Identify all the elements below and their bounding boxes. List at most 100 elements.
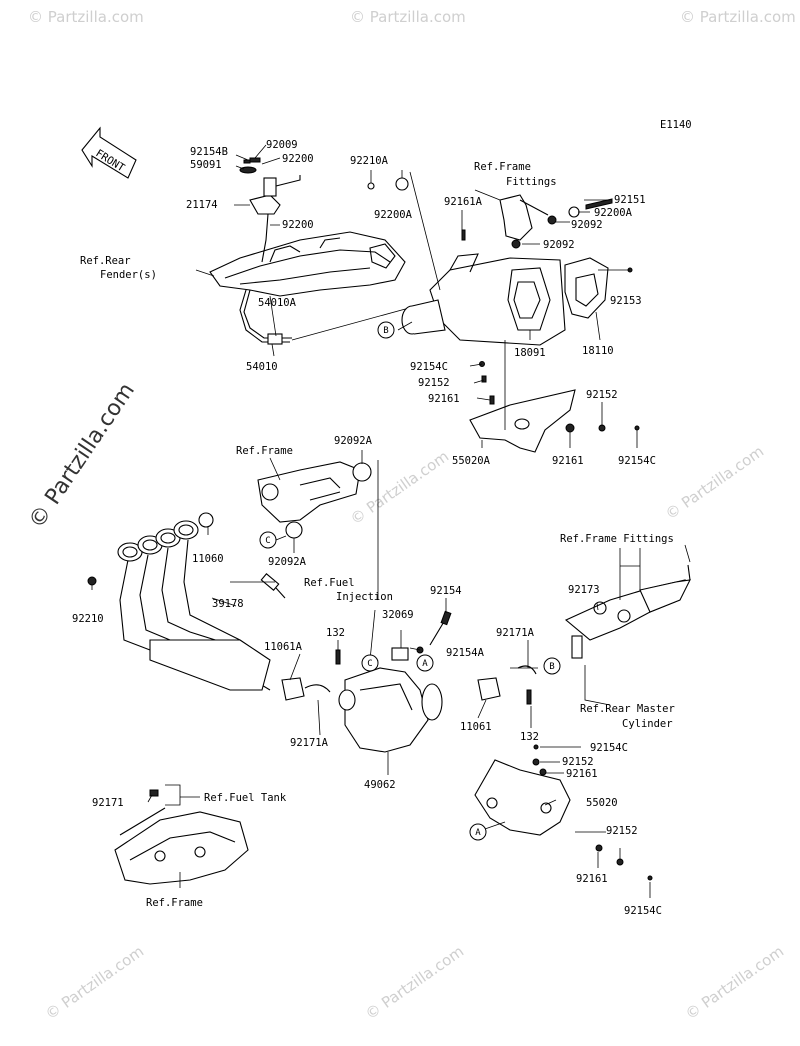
part-label: 92200 xyxy=(282,219,314,231)
leader-lines xyxy=(91,144,691,898)
part-label: 92154C xyxy=(624,905,662,917)
muffler-cover-18110 xyxy=(564,257,609,319)
part-label: 18110 xyxy=(582,345,614,357)
part-label: 92152 xyxy=(606,825,638,837)
watermark: © Partzilla.com xyxy=(28,8,144,26)
part-label: 92092A xyxy=(334,435,373,447)
svg-text:A: A xyxy=(422,659,428,669)
watermark: © Partzilla.com xyxy=(362,942,467,1023)
cable-54010 xyxy=(239,289,421,345)
part-label: 32069 xyxy=(382,609,414,621)
small-hardware xyxy=(367,177,633,405)
part-label: 92210A xyxy=(350,155,389,167)
part-label: 92151 xyxy=(614,194,646,206)
part-label: 92171A xyxy=(496,627,535,639)
part-label: 92154C xyxy=(410,361,448,373)
ref-label: Fittings xyxy=(506,176,557,188)
master-cylinder-bracket xyxy=(564,564,691,659)
callout-C-left: C xyxy=(259,531,277,549)
part-label: 92210 xyxy=(72,613,104,625)
part-label: 92161 xyxy=(428,393,460,405)
watermark: © Partzilla.com xyxy=(680,8,796,26)
rear-fender-assembly xyxy=(209,231,406,297)
svg-text:A: A xyxy=(475,828,481,838)
part-label: 92200 xyxy=(282,153,314,165)
part-label: 92092A xyxy=(268,556,307,568)
part-label: 92200A xyxy=(374,209,413,221)
part-label: 92154 xyxy=(430,585,462,597)
svg-text:B: B xyxy=(549,662,554,672)
callout-C-mid: C xyxy=(361,654,379,672)
ref-label: Ref.Rear Master xyxy=(580,703,675,715)
part-label: 92009 xyxy=(266,139,298,151)
ref-label: Injection xyxy=(336,591,393,603)
watermark-main: © Partzilla.com xyxy=(24,379,140,534)
frame-bracket xyxy=(257,461,372,539)
part-label: 92092 xyxy=(571,219,603,231)
part-label: 92152 xyxy=(586,389,618,401)
part-label: 11061 xyxy=(460,721,492,733)
part-label: 92161A xyxy=(444,196,483,208)
part-label: 92154A xyxy=(446,647,485,659)
gaskets-11061 xyxy=(281,665,537,701)
part-label: 92152 xyxy=(418,377,450,389)
part-label: 92171A xyxy=(290,737,329,749)
part-label: 55020 xyxy=(586,797,618,809)
part-label: 49062 xyxy=(364,779,396,791)
lower-frame-bracket xyxy=(114,789,249,885)
watermark: © Partzilla.com xyxy=(662,442,767,523)
ref-label: Ref.Fuel xyxy=(304,577,355,589)
part-label: 92092 xyxy=(543,239,575,251)
part-label: 18091 xyxy=(514,347,546,359)
screw-92009 xyxy=(243,157,261,164)
svg-text:C: C xyxy=(265,536,270,546)
callout-B-top: B xyxy=(377,321,395,339)
part-label: 92154C xyxy=(618,455,656,467)
ref-label: Ref.Frame Fittings xyxy=(560,533,674,545)
part-label: 92161 xyxy=(576,873,608,885)
part-label: 55020A xyxy=(452,455,491,467)
bracket-fittings xyxy=(499,194,549,241)
part-labels: 92154B 92009 59091 92200 21174 92200 Ref… xyxy=(72,139,675,917)
part-label: 92153 xyxy=(610,295,642,307)
part-label: 92161 xyxy=(552,455,584,467)
part-label: 39178 xyxy=(212,598,244,610)
part-label: 132 xyxy=(520,731,539,743)
callout-A-lower: A xyxy=(469,823,487,841)
watermark: © Partzilla.com xyxy=(682,942,787,1023)
front-arrow: FRONT xyxy=(81,126,137,179)
oxygen-sensor xyxy=(260,573,286,599)
ref-label: Ref.Fuel Tank xyxy=(204,792,287,804)
part-label: 92154C xyxy=(590,742,628,754)
ref-label: Cylinder xyxy=(622,718,673,730)
washer-59091 xyxy=(239,166,257,174)
part-label: 92154B xyxy=(190,146,228,158)
part-label: 132 xyxy=(326,627,345,639)
muffler-18091 xyxy=(401,253,566,429)
part-label: 11060 xyxy=(192,553,224,565)
callout-A-mid: A xyxy=(416,654,434,672)
sensor-21174 xyxy=(249,175,301,263)
part-label: 92173 xyxy=(568,584,600,596)
svg-text:B: B xyxy=(383,326,388,336)
watermark: © Partzilla.com xyxy=(42,942,147,1023)
part-label: 92171 xyxy=(92,797,124,809)
svg-text:C: C xyxy=(367,659,372,669)
ref-label: Ref.Frame xyxy=(146,897,203,909)
part-label: 92200A xyxy=(594,207,633,219)
part-label: 92152 xyxy=(562,756,594,768)
ref-label: Ref.Frame xyxy=(474,161,531,173)
part-label: 54010A xyxy=(258,297,297,309)
ref-label: Ref.Rear xyxy=(80,255,131,267)
watermark: © Partzilla.com xyxy=(347,447,452,528)
collector-49062 xyxy=(338,610,452,753)
ref-label: Fender(s) xyxy=(100,269,157,281)
watermark: © Partzilla.com xyxy=(350,8,466,26)
part-label: 59091 xyxy=(190,159,222,171)
part-label: 21174 xyxy=(186,199,218,211)
exhaust-headers-39178 xyxy=(87,512,271,691)
part-label: 11061A xyxy=(264,641,303,653)
diagram-code: E1140 xyxy=(660,119,692,131)
